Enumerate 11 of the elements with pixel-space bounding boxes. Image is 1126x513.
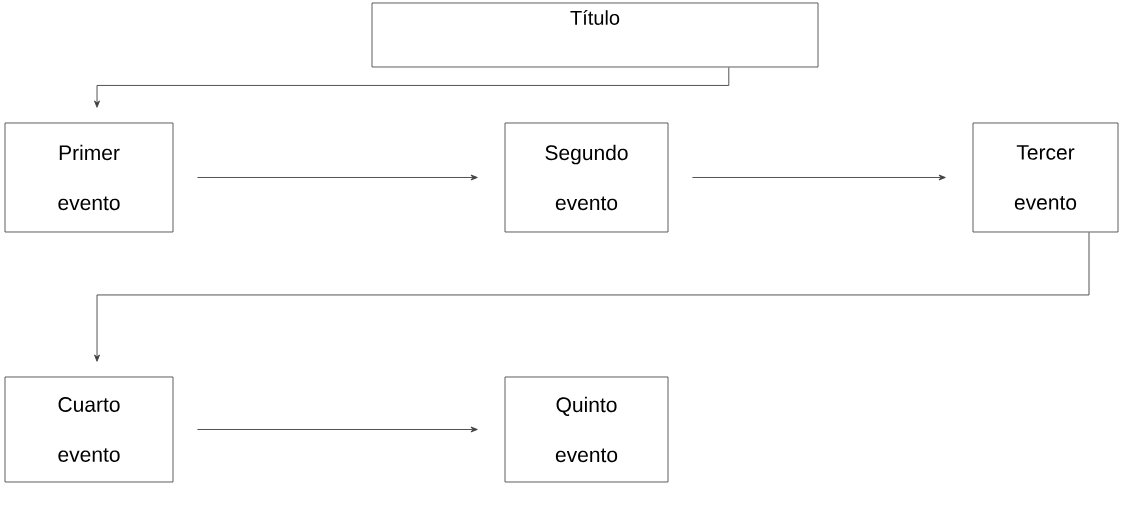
arrow [94,232,1090,362]
arrow [692,174,946,181]
event-box: Tercer evento [972,122,1119,233]
arrow [197,174,478,181]
arrow [197,426,478,433]
arrow [94,67,730,108]
event-box: Primer evento [4,122,174,233]
event-box: Quinto evento [504,376,669,483]
title-box: Título [371,2,819,68]
event-box: Segundo evento [504,122,669,233]
event-box: Cuarto evento [4,376,174,483]
